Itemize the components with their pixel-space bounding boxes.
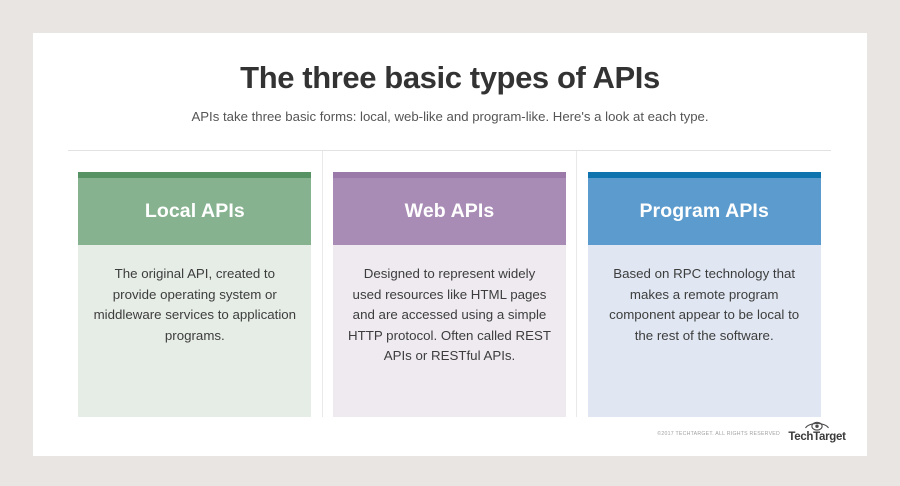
api-type-cards: Local APIs The original API, created to … (68, 151, 831, 417)
card-title-web: Web APIs (404, 200, 495, 222)
techtarget-wordmark: TechTarget (788, 430, 846, 443)
card-description-program: Based on RPC technology that makes a rem… (609, 266, 800, 343)
card-description-web: Designed to represent widely used resour… (348, 266, 551, 364)
card-accent-stripe-web (333, 172, 566, 178)
api-card-local: Local APIs The original API, created to … (78, 172, 312, 417)
copyright-notice: ©2017 TECHTARGET. ALL RIGHTS RESERVED (657, 431, 780, 437)
card-accent-stripe-local (78, 172, 312, 178)
infographic-panel: The three basic types of APIs APIs take … (33, 33, 867, 456)
card-title-local: Local APIs (144, 200, 245, 222)
card-body-program: Based on RPC technology that makes a rem… (587, 245, 821, 417)
card-column-local: Local APIs The original API, created to … (68, 151, 322, 417)
page-subtitle: APIs take three basic forms: local, web-… (191, 109, 709, 125)
eye-icon (805, 421, 829, 431)
card-title-program: Program APIs (639, 200, 769, 222)
card-body-local: The original API, created to provide ope… (78, 245, 312, 417)
card-column-web: Web APIs Designed to represent widely us… (321, 151, 577, 417)
api-card-program: Program APIs Based on RPC technology tha… (587, 172, 821, 417)
card-header-web: Web APIs (333, 178, 566, 245)
card-description-local: The original API, created to provide ope… (93, 266, 297, 343)
card-column-program: Program APIs Based on RPC technology tha… (576, 151, 831, 417)
header-divider (68, 150, 831, 151)
card-header-program: Program APIs (587, 178, 821, 245)
card-header-local: Local APIs (78, 178, 312, 245)
page-title: The three basic types of APIs (240, 60, 660, 95)
card-body-web: Designed to represent widely used resour… (333, 245, 566, 417)
card-accent-stripe-program (587, 172, 821, 178)
api-card-web: Web APIs Designed to represent widely us… (333, 172, 566, 417)
techtarget-logo: TechTarget (788, 420, 846, 444)
footer: ©2017 TECHTARGET. ALL RIGHTS RESERVED Te… (68, 413, 846, 444)
